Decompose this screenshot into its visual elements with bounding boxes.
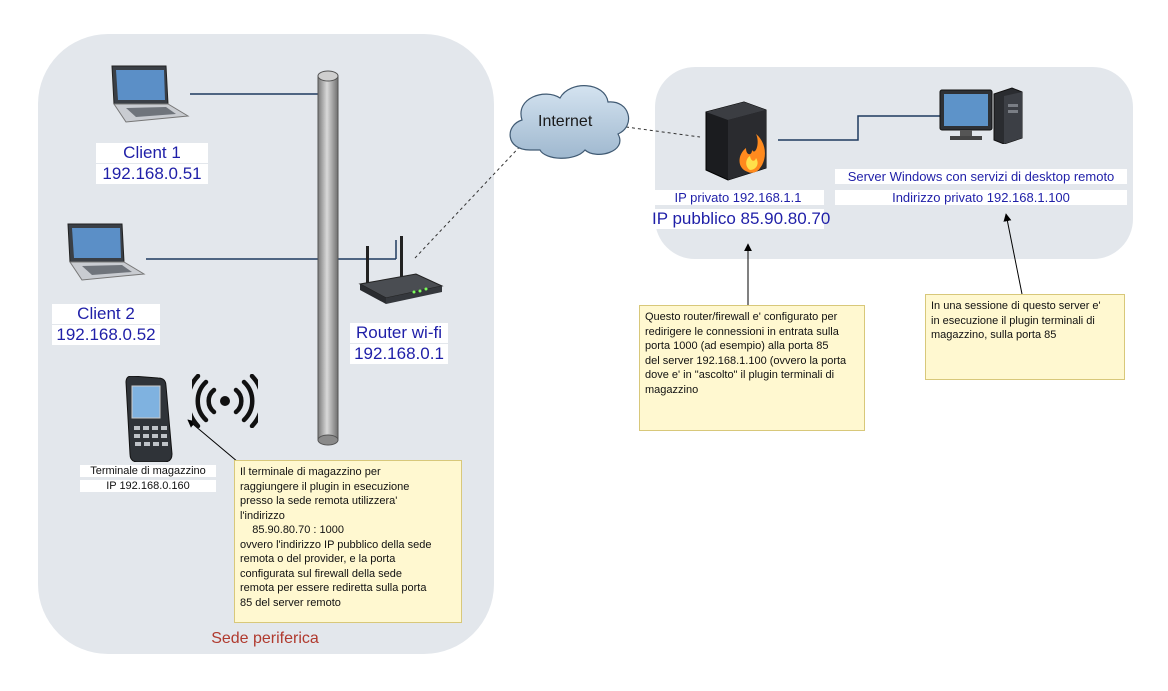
terminal-ip: IP 192.168.0.160 <box>80 480 216 492</box>
zone-caption: Sede periferica <box>211 630 319 647</box>
note-line: 85.90.80.70 : 1000 <box>240 524 344 536</box>
client2-name: Client 2 <box>52 304 160 324</box>
note-line: ovvero l'indirizzo IP pubblico della sed… <box>240 538 432 551</box>
firewall-private-ip: IP privato 192.168.1.1 <box>652 190 824 205</box>
server-computer-icon <box>939 87 1023 144</box>
client2-ip: 192.168.0.52 <box>52 325 160 345</box>
internet-cloud <box>509 85 630 159</box>
note-line: Il terminale di magazzino per <box>240 466 381 478</box>
firewall-note: Questo router/firewall e' configurato pe… <box>639 305 865 431</box>
firewall-public-ip: IP pubblico 85.90.80.70 <box>652 209 831 229</box>
note-line: Questo router/firewall e' configurato pe… <box>645 311 838 323</box>
link-internet-firewall <box>625 126 701 138</box>
note-line: porta 1000 (ad esempio) alla porta 85 <box>645 340 829 352</box>
arrow-server-note <box>1003 213 1023 295</box>
laptop-icon <box>111 65 190 123</box>
server-note: In una sessione di questo server e' in e… <box>925 294 1125 380</box>
note-line: remota per essere rediretta sulla porta <box>240 582 427 594</box>
note-line: remota o del provider, e la porta <box>240 553 396 565</box>
note-line: configurata sul firewall della sede <box>240 567 403 580</box>
wire-firewall-server <box>778 115 940 141</box>
note-line: in esecuzione il plugin terminali di <box>931 314 1095 327</box>
terminal-note: Il terminale di magazzino per raggiunger… <box>234 460 462 623</box>
router-ip: 192.168.0.1 <box>350 344 448 364</box>
router-name: Router wi-fi <box>350 323 448 343</box>
note-line: del server 192.168.1.100 (ovvero la port… <box>645 354 847 367</box>
client1-ip: 192.168.0.51 <box>96 164 208 184</box>
firewall-icon <box>705 101 767 181</box>
laptop-icon <box>67 223 146 281</box>
server-description: Server Windows con servizi di desktop re… <box>835 169 1127 184</box>
server-private-ip: Indirizzo privato 192.168.1.100 <box>835 190 1127 205</box>
note-line: dove e' in "ascolto" il plugin terminali… <box>645 369 835 381</box>
wireless-signal-icon <box>192 374 258 428</box>
note-line: magazzino, sulla porta 85 <box>931 329 1057 341</box>
client1-name: Client 1 <box>96 143 208 163</box>
note-line: raggiungere il plugin in esecuzione <box>240 480 410 493</box>
backbone-pipe <box>317 70 339 446</box>
note-line: presso la sede remota utilizzera' <box>240 495 398 507</box>
wifi-router-icon <box>358 236 444 304</box>
terminal-name: Terminale di magazzino <box>80 465 216 477</box>
internet-label: Internet <box>538 113 593 130</box>
handheld-terminal-icon <box>125 376 173 462</box>
note-line: redirigere le connessioni in entrata sul… <box>645 325 839 338</box>
note-line: l'indirizzo <box>240 509 285 522</box>
note-line: magazzino <box>645 383 699 396</box>
note-line: In una sessione di questo server e' <box>931 300 1101 312</box>
note-line: 85 del server remoto <box>240 596 341 609</box>
